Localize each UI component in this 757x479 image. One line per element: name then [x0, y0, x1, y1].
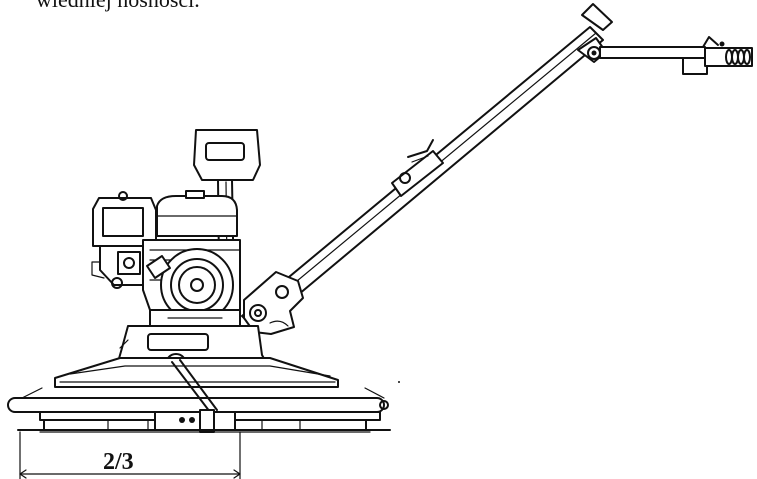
blade-control-rod — [171, 359, 218, 413]
dimension-marker — [19, 431, 241, 479]
pitch-control-arm — [599, 36, 753, 75]
trowel-blades — [17, 409, 391, 433]
stray-dot — [398, 381, 400, 383]
throttle-lever — [407, 139, 434, 163]
handle — [241, 26, 604, 335]
guard-ring — [7, 357, 389, 421]
caption-fragment: wiedniej nośności. — [36, 0, 200, 13]
engine — [91, 190, 241, 327]
dimension-label: 2/3 — [103, 449, 134, 475]
